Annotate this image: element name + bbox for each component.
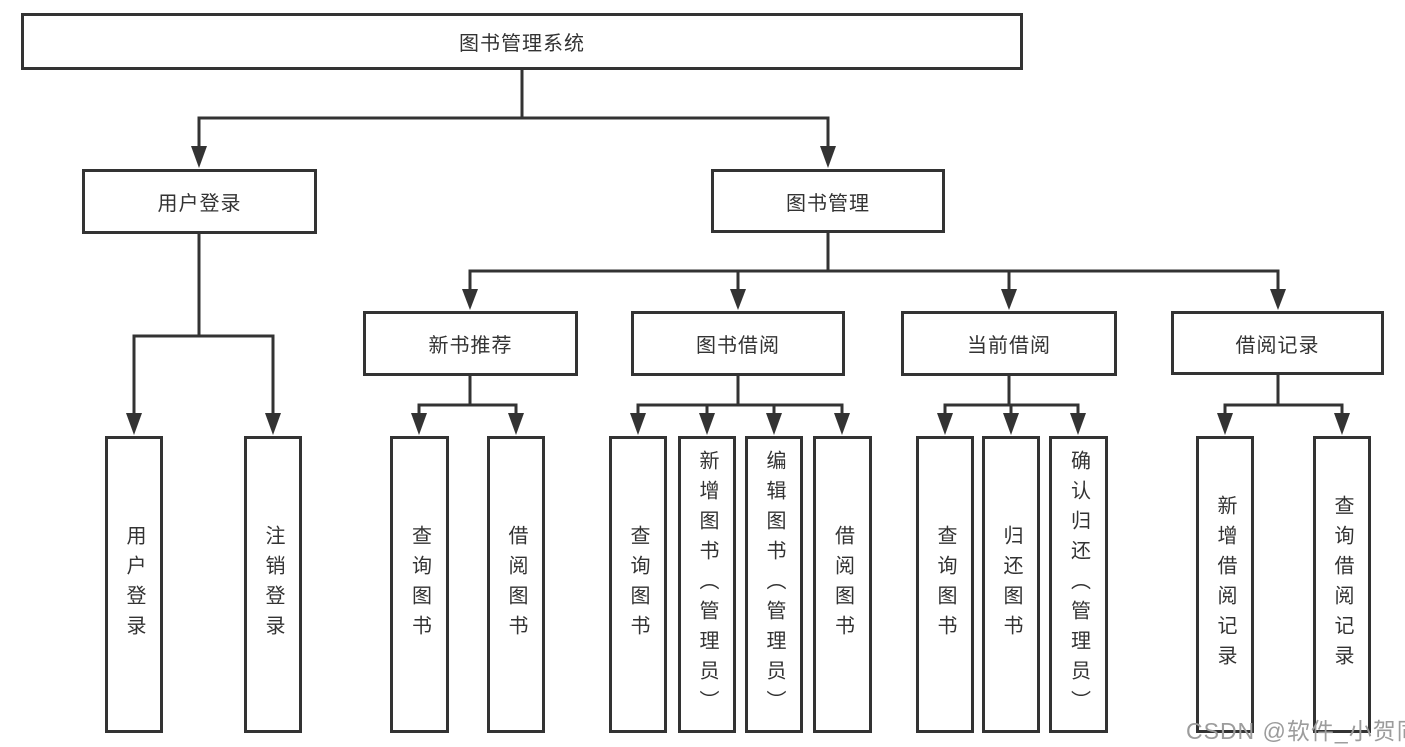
leaf-logout: 注销登录 — [244, 436, 302, 733]
node-label: 用户登录 — [157, 193, 242, 215]
node-current-borrow: 当前借阅 — [901, 311, 1117, 376]
node-root: 图书管理系统 — [21, 13, 1023, 70]
node-user-login: 用户登录 — [82, 169, 317, 234]
leaf-add-book-admin: 新增图书（管理员） — [678, 436, 736, 733]
leaf-return-book: 归还图书 — [982, 436, 1040, 733]
leaf-borrow-book-1: 借阅图书 — [487, 436, 545, 733]
node-label: 图书借阅 — [696, 335, 780, 357]
node-label: 图书管理系统 — [459, 33, 585, 55]
node-label: 借阅图书 — [831, 524, 854, 645]
leaf-query-borrow-record: 查询借阅记录 — [1313, 436, 1371, 733]
node-label: 查询图书 — [934, 524, 956, 645]
node-label: 当前借阅 — [967, 335, 1051, 357]
node-new-book-recommend: 新书推荐 — [363, 311, 578, 376]
leaf-user-login: 用户登录 — [105, 436, 163, 733]
node-label: 编辑图书（管理员） — [763, 449, 785, 720]
node-label: 新增借阅记录 — [1214, 494, 1236, 675]
node-book-borrow: 图书借阅 — [631, 311, 845, 376]
leaf-query-book-3: 查询图书 — [916, 436, 974, 733]
node-label: 注销登录 — [262, 524, 284, 645]
node-label: 借阅记录 — [1235, 334, 1320, 357]
node-label: 归还图书 — [1000, 524, 1022, 645]
node-label: 查询图书 — [408, 524, 431, 645]
leaf-edit-book-admin: 编辑图书（管理员） — [745, 436, 803, 733]
node-label: 确认归还（管理员） — [1067, 449, 1090, 720]
leaf-borrow-book-2: 借阅图书 — [813, 436, 872, 733]
watermark: CSDN @软件_小贺同学 — [1186, 718, 1405, 744]
node-label: 新书推荐 — [428, 335, 513, 357]
leaf-confirm-return-admin: 确认归还（管理员） — [1049, 436, 1108, 733]
node-book-management: 图书管理 — [711, 169, 945, 233]
node-label: 新增图书（管理员） — [696, 449, 718, 720]
leaf-query-book-1: 查询图书 — [390, 436, 449, 733]
node-label: 借阅图书 — [505, 524, 527, 645]
leaf-query-book-2: 查询图书 — [609, 436, 667, 733]
node-label: 查询借阅记录 — [1331, 494, 1353, 675]
node-borrow-records: 借阅记录 — [1171, 311, 1384, 375]
leaf-add-borrow-record: 新增借阅记录 — [1196, 436, 1254, 733]
node-label: 用户登录 — [123, 524, 145, 645]
node-label: 查询图书 — [627, 524, 649, 645]
node-label: 图书管理 — [786, 192, 870, 215]
